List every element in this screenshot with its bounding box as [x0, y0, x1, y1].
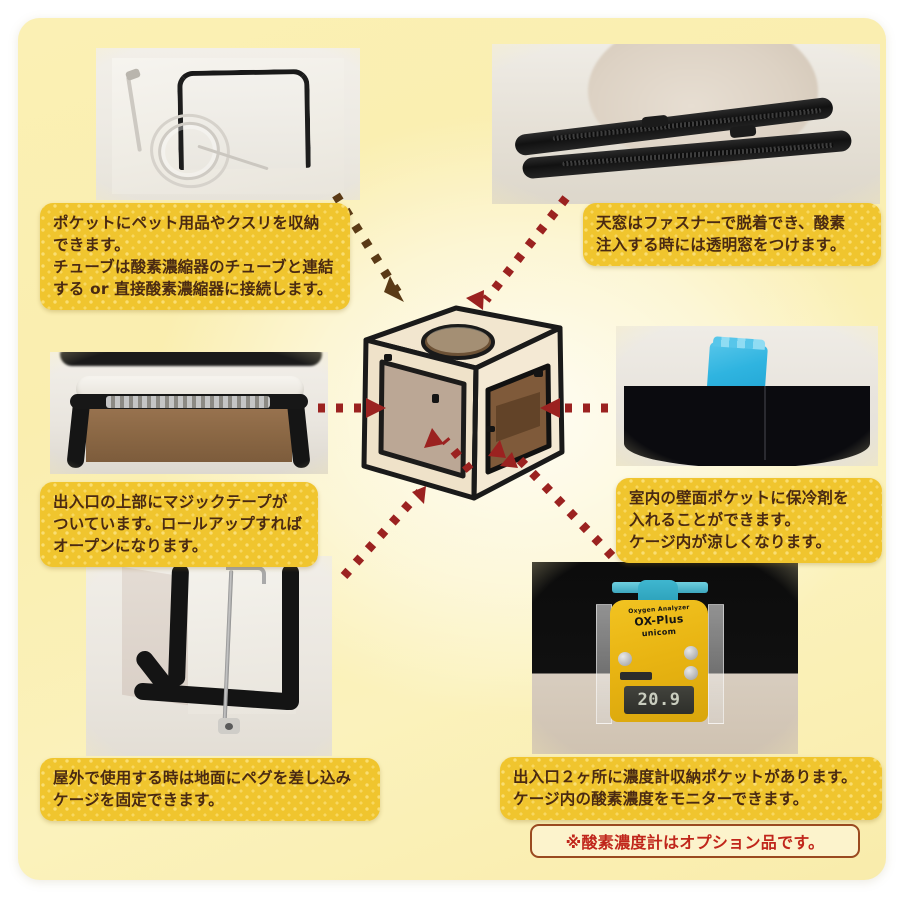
- cage-interior-shadow: [496, 392, 540, 442]
- oxygen-analyzer-body: Oxygen Analyzer OX-Plus unicom 20.9: [610, 600, 708, 722]
- option-note-box: ※酸素濃度計はオプション品です。: [530, 824, 860, 858]
- metal-peg-hook: [226, 566, 266, 584]
- pocket-seam: [764, 386, 766, 460]
- door-opening: [86, 404, 292, 462]
- photo-ground-peg: [86, 556, 332, 756]
- velcro-strip: [106, 396, 270, 408]
- black-trim-edge: [282, 564, 299, 710]
- callout-meter: 出入口２ヶ所に濃度計収納ポケットがあります。 ケージ内の酸素濃度をモニターできま…: [500, 757, 882, 820]
- cage-front-corner-seam: [471, 365, 479, 501]
- callout-velcro-line-2: ついています。ロールアップすれば: [53, 515, 303, 533]
- callout-velcro-line-3: オープンになります。: [53, 537, 208, 555]
- photo-pocket-with-tube: [96, 48, 360, 200]
- analyzer-reading-value: 20.9: [637, 690, 681, 710]
- oxygen-cage-illustration: [338, 300, 588, 525]
- callout-pocket: ポケットにペット用品やクスリを収納 できます。 チューブは酸素濃縮器のチューブと…: [40, 203, 350, 310]
- callout-peg-line-2: ケージを固定できます。: [53, 791, 224, 809]
- callout-pocket-line-1: ポケットにペット用品やクスリを収納: [53, 214, 320, 232]
- callout-coolant: 室内の壁面ポケットに保冷剤を 入れることができます。 ケージ内が涼しくなります。: [616, 478, 882, 563]
- cage-top-opening-inner: [427, 327, 489, 353]
- photo-velcro-rollup-door: [50, 352, 328, 474]
- callout-peg-line-1: 屋外で使用する時は地面にペグを差し込み: [53, 769, 352, 787]
- callout-coolant-line-1: 室内の壁面ポケットに保冷剤を: [629, 489, 849, 507]
- callout-velcro-line-1: 出入口の上部にマジックテープが: [53, 493, 288, 511]
- photo-coolant-wall-pocket: [616, 326, 878, 466]
- analyzer-button-upper-right: [684, 646, 698, 660]
- analyzer-label-strip: [620, 672, 652, 680]
- callout-peg: 屋外で使用する時は地面にペグを差し込み ケージを固定できます。: [40, 758, 380, 821]
- callout-zipper-line-2: 注入する時には透明窓をつけます。: [596, 236, 846, 254]
- cage-drawing: [361, 305, 565, 501]
- callout-coolant-line-2: 入れることができます。: [629, 511, 801, 529]
- callout-velcro: 出入口の上部にマジックテープが ついています。ロールアップすれば オープンになり…: [40, 482, 318, 567]
- peg-grommet: [218, 718, 240, 734]
- cage-top-edge: [60, 352, 322, 366]
- callout-pocket-line-2: できます。: [53, 236, 130, 254]
- callout-zipper: 天窓はファスナーで脱着でき、酸素 注入する時には透明窓をつけます。: [583, 203, 881, 266]
- analyzer-lcd-display: 20.9: [624, 686, 694, 714]
- analyzer-button-left: [618, 652, 632, 666]
- cage-top-opening: [421, 324, 495, 360]
- callout-coolant-line-3: ケージ内が涼しくなります。: [629, 533, 832, 551]
- photo-oxygen-analyzer: Oxygen Analyzer OX-Plus unicom 20.9: [532, 562, 798, 754]
- callout-pocket-line-3: チューブは酸素濃縮器のチューブと連結: [53, 258, 334, 276]
- callout-zipper-line-1: 天窓はファスナーで脱着でき、酸素: [596, 214, 846, 232]
- callout-pocket-line-4: する or 直接酸素濃縮器に接続します。: [53, 280, 333, 298]
- cage-tab-d: [486, 426, 495, 432]
- clear-pocket-right: [708, 604, 724, 724]
- analyzer-button-lower-right: [684, 666, 698, 680]
- photo-zipper-skylight: [492, 44, 880, 204]
- callout-meter-line-1: 出入口２ヶ所に濃度計収納ポケットがあります。: [513, 768, 857, 786]
- mesh-wall-pocket: [624, 386, 870, 466]
- cage-tab-b: [432, 394, 439, 403]
- cage-tab-c: [534, 370, 543, 377]
- cage-tab-a: [384, 354, 392, 361]
- callout-meter-line-2: ケージ内の酸素濃度をモニターできます。: [513, 790, 809, 808]
- option-note-text: ※酸素濃度計はオプション品です。: [565, 833, 825, 852]
